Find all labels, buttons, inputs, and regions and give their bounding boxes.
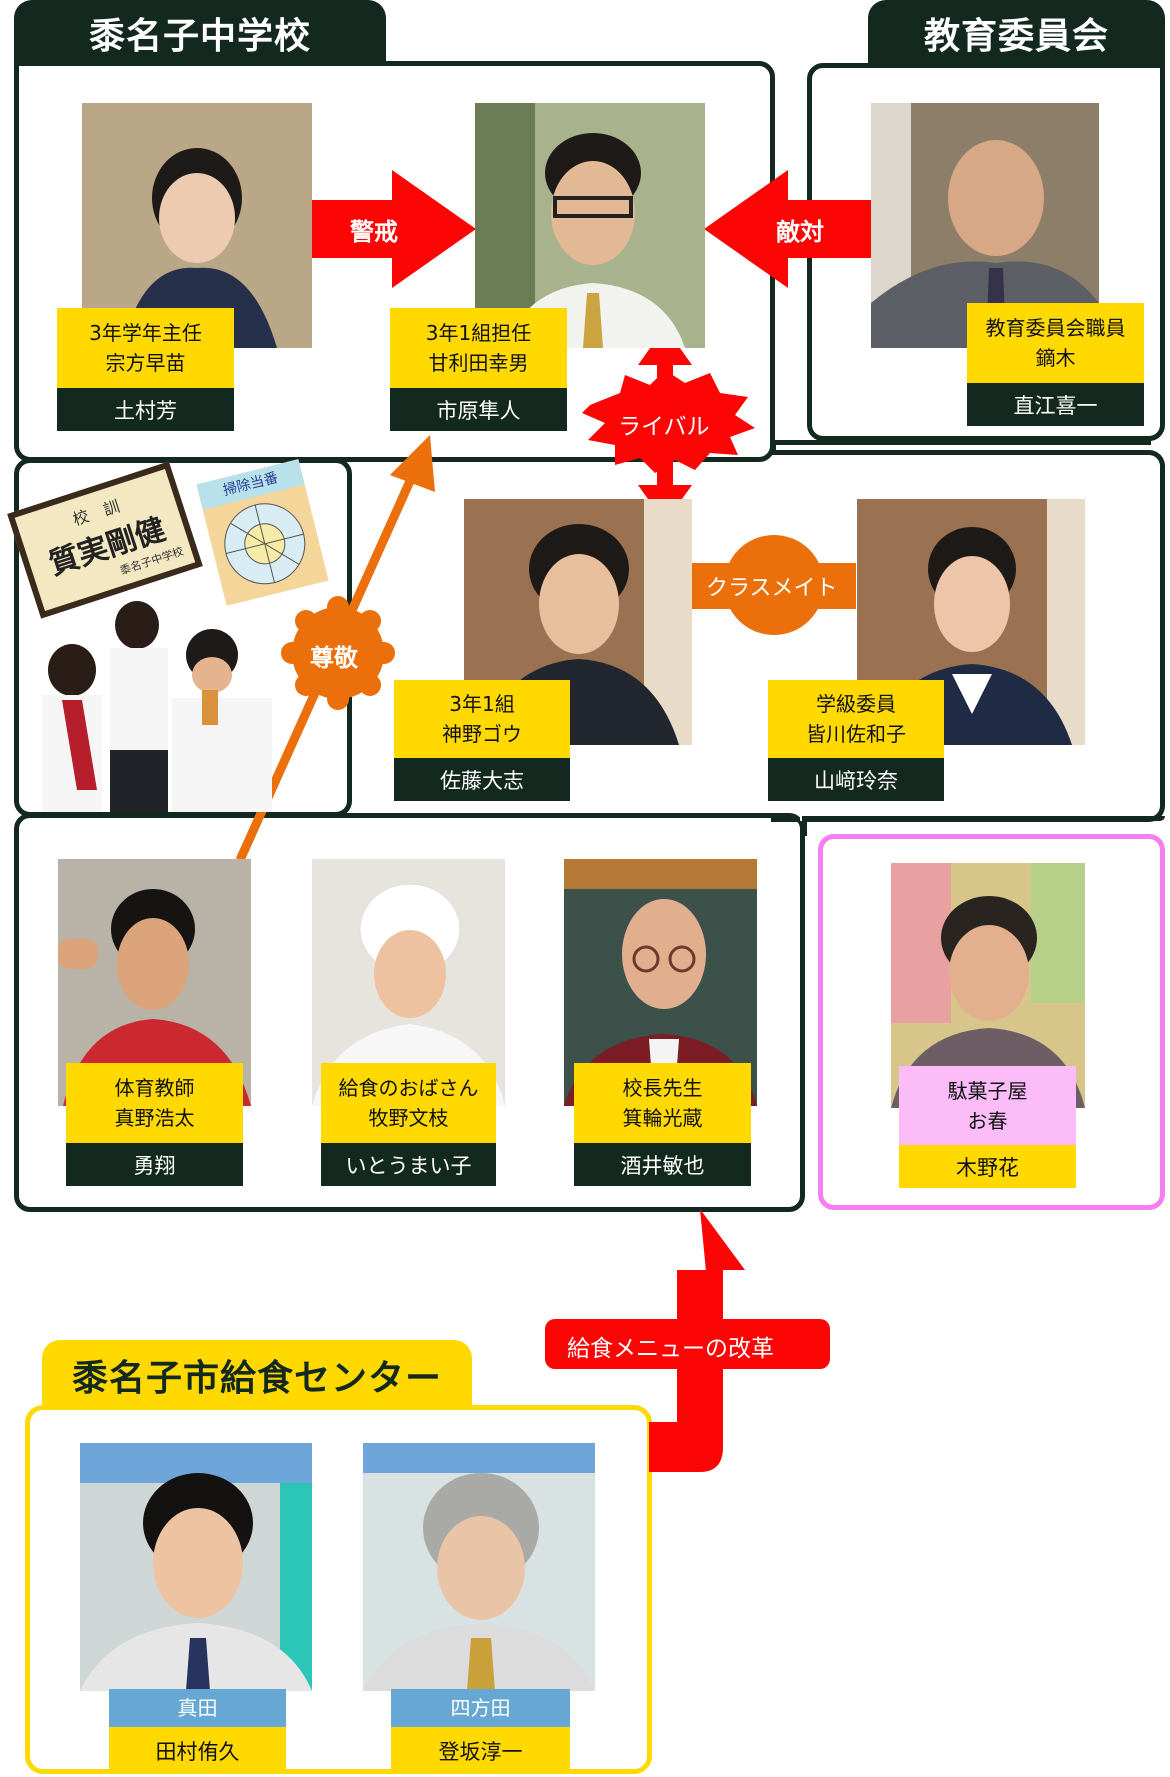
- character-name-kamino: 神野ゴウ: [442, 722, 522, 746]
- role-label-yomoda: 四方田: [391, 1689, 570, 1727]
- students-group-image: [42, 601, 272, 812]
- role-label-kamino: 3年1組 神野ゴウ: [394, 680, 570, 758]
- cleaning-duty-chart: 掃除当番: [196, 459, 329, 606]
- relation-classmate: クラスメイト: [692, 530, 856, 640]
- relation-menu-reform: 給食メニューの改革: [545, 1207, 835, 1487]
- actor-label-minowa: 酒井敏也: [574, 1143, 751, 1186]
- role-munakata: 3年学年主任: [89, 321, 202, 345]
- school-frame-middle-bottom-edge: [802, 816, 1165, 821]
- actor-label-minagawa: 山﨑玲奈: [768, 758, 944, 801]
- school-group-title-text: 黍名子中学校: [88, 16, 311, 57]
- arrow-up-icon: [545, 1209, 830, 1472]
- relation-menu-reform-label: 給食メニューの改革: [567, 1336, 774, 1362]
- arrow-left-icon: [704, 170, 872, 288]
- photo-sanada[interactable]: [80, 1443, 312, 1691]
- character-name-makino: 牧野文枝: [368, 1106, 449, 1130]
- character-name-minagawa: 皆川佐和子: [806, 722, 906, 746]
- character-name-kaburagi: 鏑木: [1035, 346, 1076, 370]
- actor-label-amarita: 市原隼人: [390, 388, 567, 431]
- character-name-amarita: 甘利田幸男: [428, 351, 529, 375]
- arrow-right-icon: [312, 170, 476, 288]
- classmate-badge-icon: [692, 535, 856, 635]
- character-name-munakata: 宗方早苗: [105, 351, 186, 375]
- board-group-title-text: 教育委員会: [923, 16, 1109, 57]
- photo-yomoda[interactable]: [363, 1443, 595, 1691]
- role-label-makino: 給食のおばさん 牧野文枝: [321, 1063, 496, 1143]
- relation-sonkei-label: 尊敬: [310, 644, 358, 672]
- role-label-minagawa: 学級委員 皆川佐和子: [768, 680, 944, 758]
- role-makino: 給食のおばさん: [338, 1076, 479, 1100]
- role-kamino: 3年1組: [449, 692, 515, 716]
- school-frame-middle-top-edge: [771, 440, 1151, 454]
- lunch-center-group-title: 黍名子市給食センター: [42, 1340, 472, 1410]
- relation-tekitai: 敵対: [704, 170, 872, 288]
- school-group-title: 黍名子中学校: [14, 0, 386, 66]
- character-name-sanada: 真田: [177, 1696, 218, 1720]
- role-kaburagi: 教育委員会職員: [985, 316, 1126, 340]
- board-group-title: 教育委員会: [868, 0, 1165, 66]
- role-label-amarita: 3年1組担任 甘利田幸男: [390, 308, 567, 388]
- lunch-center-group-title-text: 黍名子市給食センター: [71, 1358, 442, 1399]
- lunch-center-frame: [25, 1405, 652, 1774]
- relation-rival: ライバル: [570, 325, 760, 525]
- actor-label-yomoda: 登坂淳一: [391, 1727, 570, 1774]
- role-mano: 体育教師: [114, 1076, 195, 1100]
- role-label-mano: 体育教師 真野浩太: [66, 1063, 243, 1143]
- actor-label-sanada: 田村侑久: [109, 1727, 286, 1774]
- school-frame-middle-left-edge: [802, 816, 807, 836]
- duty-wheel-icon: [224, 503, 306, 585]
- portrait-icon: [363, 1443, 595, 1691]
- character-name-mano: 真野浩太: [114, 1106, 195, 1130]
- actor-label-mano: 勇翔: [66, 1143, 243, 1186]
- students-group-photo: [22, 590, 292, 812]
- relation-tekitai-label: 敵対: [776, 218, 824, 246]
- oharu-frame: [818, 834, 1165, 1210]
- portrait-icon: [80, 1443, 312, 1691]
- relation-keikai-label: 警戒: [350, 218, 398, 246]
- character-name-minowa: 箕輪光蔵: [622, 1106, 703, 1130]
- actor-label-kamino: 佐藤大志: [394, 758, 570, 801]
- role-minagawa: 学級委員: [816, 692, 896, 716]
- character-name-yomoda: 四方田: [450, 1696, 511, 1720]
- character-name-oharu: お春: [967, 1108, 1008, 1133]
- actor-label-munakata: 土村芳: [57, 388, 234, 431]
- role-label-kaburagi: 教育委員会職員 鏑木: [967, 303, 1144, 383]
- relation-classmate-label: クラスメイト: [706, 576, 838, 601]
- role-label-sanada: 真田: [109, 1689, 286, 1727]
- actor-label-kaburagi: 直江喜一: [967, 383, 1144, 426]
- role-label-minowa: 校長先生 箕輪光蔵: [574, 1063, 751, 1143]
- actor-label-oharu: 木野花: [899, 1145, 1076, 1188]
- role-label-oharu: 駄菓子屋 お春: [899, 1066, 1076, 1145]
- relation-keikai: 警戒: [312, 170, 476, 288]
- school-frame-bottom: [14, 813, 805, 1212]
- photo-amarita[interactable]: [475, 103, 705, 348]
- role-minowa: 校長先生: [622, 1076, 703, 1100]
- role-amarita: 3年1組担任: [425, 321, 532, 345]
- double-arrow-burst-icon: [582, 327, 755, 523]
- portrait-icon: [475, 103, 705, 348]
- actor-label-makino: いとうまい子: [321, 1143, 496, 1186]
- role-oharu: 駄菓子屋: [947, 1078, 1028, 1103]
- role-label-munakata: 3年学年主任 宗方早苗: [57, 308, 234, 388]
- relation-rival-label: ライバル: [618, 414, 710, 440]
